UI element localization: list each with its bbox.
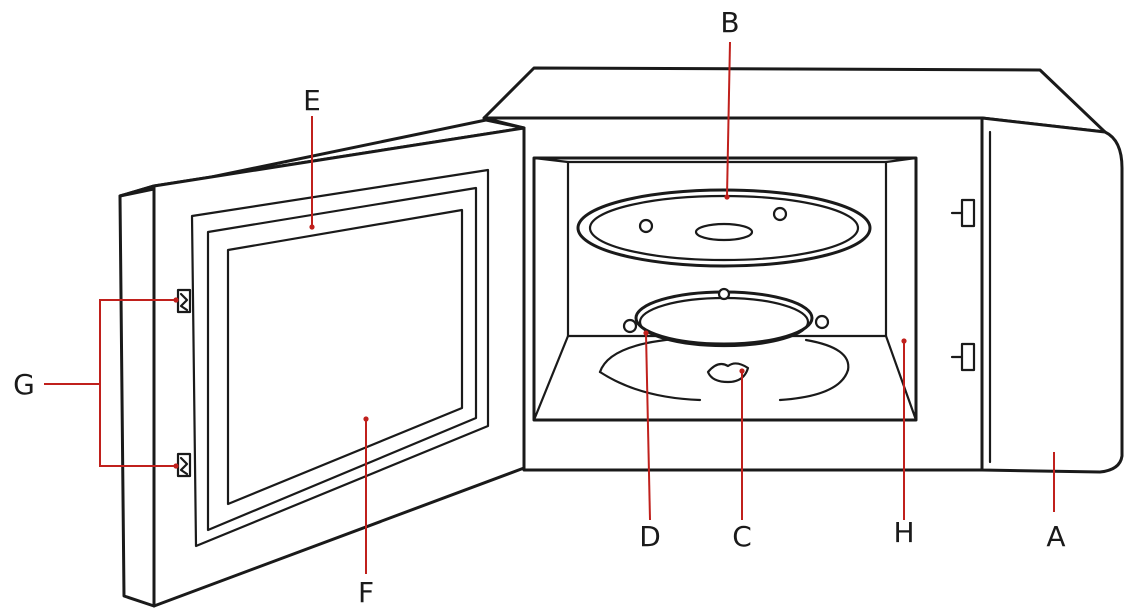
roller-ring <box>622 287 830 348</box>
leader-g-bracket <box>99 299 176 467</box>
leader-b <box>726 41 731 197</box>
control-panel-face <box>980 116 1124 474</box>
leader-e-dot <box>309 224 315 230</box>
label-d: D <box>639 520 661 553</box>
door-seal-inner <box>206 186 478 532</box>
label-f: F <box>358 576 374 609</box>
roller-wheel-left <box>622 318 638 334</box>
glass-tray-bump-left <box>638 218 654 234</box>
label-h: H <box>893 516 914 549</box>
glass-tray <box>576 188 872 268</box>
leader-c-dot <box>739 368 745 374</box>
door-latch-lower <box>176 452 192 478</box>
leader-g-dot-lower <box>173 463 179 469</box>
glass-tray-rim <box>588 194 860 262</box>
leader-b-dot <box>724 194 730 200</box>
door-face <box>152 126 526 608</box>
part-labels: B E G F D C H A <box>13 6 1065 609</box>
glass-tray-outer <box>576 188 872 268</box>
door-latch-upper <box>176 288 192 314</box>
cavity-edge-bl <box>532 334 570 422</box>
latch-slot-upper <box>960 198 976 228</box>
leader-lines <box>44 41 1055 574</box>
leader-f-dot <box>363 416 369 422</box>
leader-d-dot <box>643 330 649 336</box>
roller-track-right-low <box>778 368 850 402</box>
cavity-edge-tl <box>532 156 570 164</box>
roller-wheel-top <box>717 287 731 301</box>
roller-track-left-low <box>598 370 702 402</box>
leader-d <box>645 333 651 521</box>
glass-tray-bump-right <box>772 206 788 222</box>
roller-wheel-right <box>814 314 830 330</box>
latch-slot-lower <box>960 342 976 372</box>
coupler-shape <box>706 362 750 384</box>
roller-track-right <box>804 338 850 372</box>
leader-h-dot <box>901 338 907 344</box>
door <box>118 118 526 608</box>
label-a: A <box>1046 520 1065 553</box>
label-c: C <box>732 520 752 553</box>
label-e: E <box>303 84 321 117</box>
leader-g-dot-upper <box>173 297 179 303</box>
cavity-edge-br <box>884 334 918 422</box>
door-seal-outer <box>190 168 490 548</box>
door-left-edge <box>118 184 156 608</box>
control-panel <box>980 116 1124 474</box>
cavity-edge-tr <box>884 156 918 164</box>
label-b: B <box>720 6 739 39</box>
label-g: G <box>13 368 35 401</box>
glass-tray-hub <box>694 222 754 242</box>
door-window <box>226 208 464 506</box>
